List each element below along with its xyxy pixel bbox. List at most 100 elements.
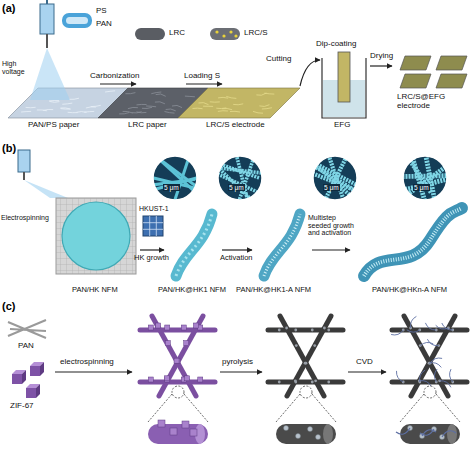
zoom-circle	[424, 386, 436, 398]
carbon-nanotube	[419, 381, 431, 387]
equipment-label: High voltage	[2, 60, 30, 75]
sem-fiber	[301, 169, 357, 191]
zif-particle	[158, 420, 165, 427]
co-nanoparticle	[308, 427, 313, 432]
fiber-texture	[259, 105, 269, 107]
co-nanoparticle	[294, 379, 297, 382]
fiber-cylinder	[400, 424, 460, 444]
process-arrow	[100, 83, 136, 84]
fiber-texture	[253, 111, 263, 113]
fiber-texture	[165, 112, 175, 114]
mesh-fiber	[159, 316, 203, 396]
product-label: PAN/HK@HK1-A NFM	[236, 286, 311, 294]
product-label: LRC paper	[128, 121, 167, 130]
fiber-texture	[230, 111, 240, 113]
coated-electrode-tile	[436, 74, 467, 88]
process-arrow	[220, 371, 262, 372]
co-nanoparticle	[313, 344, 316, 347]
fiber-mesh	[391, 316, 467, 444]
step-label: Dip-coating	[316, 40, 356, 49]
zif-particle	[148, 377, 153, 382]
material-label: HKUST-1	[139, 205, 169, 213]
zif-particle	[156, 323, 161, 328]
ps-core-icon	[66, 17, 88, 24]
fiber-texture	[91, 105, 101, 106]
carbon-nanotube	[396, 428, 410, 434]
mesh-fiber	[268, 380, 343, 385]
fiber-texture	[69, 98, 79, 99]
fiber	[364, 208, 462, 276]
step-label: Loading S	[184, 72, 220, 81]
sem-inset-rim	[153, 156, 197, 200]
mesh-fiber	[411, 316, 455, 396]
crystal-lattice	[143, 216, 163, 236]
ps-pan-fiber-icon	[62, 13, 92, 28]
zif-particle	[185, 376, 190, 381]
carbon-nanotube	[396, 371, 403, 382]
zoom-circle	[300, 386, 312, 398]
fiber-texture	[43, 109, 53, 111]
carbon-nanotube	[450, 369, 453, 382]
fiber-texture	[264, 214, 300, 276]
fiber-texture	[119, 113, 129, 115]
co-nanoparticle	[314, 379, 317, 382]
product-label: LRC/S@EFG electrode	[397, 93, 471, 111]
zif-particle	[184, 341, 189, 346]
co-nanoparticle	[278, 329, 281, 332]
zif-particle	[198, 377, 203, 382]
lrc-s-fiber-icon	[210, 28, 240, 40]
step-label: Multistep seeded growth and activation	[308, 214, 360, 237]
panel-letter: (c)	[2, 300, 15, 312]
sulfur-dot	[234, 34, 237, 37]
fiber-texture	[62, 103, 72, 104]
coated-electrode-tile	[436, 56, 467, 70]
fiber-texture	[364, 208, 462, 276]
fiber-texture	[166, 109, 176, 111]
fiber-texture	[61, 108, 71, 110]
sem-inset-rim	[403, 156, 447, 200]
fiber-texture	[128, 107, 138, 108]
collector-grid	[56, 198, 136, 274]
process-arrow	[186, 83, 222, 84]
mesh-fiber	[268, 328, 343, 333]
process-arrow	[222, 249, 252, 250]
scale-bar-label: 5 μm	[228, 184, 245, 191]
fiber-texture	[137, 104, 147, 105]
carbon-nanotube	[407, 330, 420, 332]
fiber-texture	[142, 107, 152, 108]
mesh-fiber	[280, 316, 324, 396]
fiber-texture	[155, 102, 165, 104]
cube-face	[12, 374, 22, 384]
mesh-fiber	[152, 316, 196, 396]
cube-side	[22, 370, 26, 384]
spray-jet	[24, 180, 68, 198]
scale-bar-label: 5 μm	[323, 184, 340, 191]
hkust-crystal	[143, 216, 163, 236]
cube-side	[36, 384, 40, 398]
co-nanoparticle	[311, 329, 314, 332]
spray-jet	[30, 48, 70, 100]
nanofiber-membrane	[62, 202, 130, 270]
material-label: LRC/S	[244, 29, 268, 38]
zif-particle	[165, 325, 170, 330]
material-label: PS	[96, 7, 107, 16]
material-label: PAN	[18, 342, 34, 351]
carbon-nanotube	[436, 325, 449, 329]
zif-particle	[164, 376, 169, 381]
fiber-texture	[203, 106, 213, 107]
material-label: LRC	[169, 29, 185, 38]
carbon-nanotube	[429, 363, 441, 368]
sem-inset-rim	[313, 156, 357, 200]
zoom-line	[148, 394, 208, 422]
sulfur-dot	[229, 30, 232, 33]
fiber-mesh	[140, 316, 215, 444]
step-label: Cutting	[266, 55, 291, 64]
mesh-fiber	[404, 316, 448, 396]
fiber-texture	[125, 93, 135, 94]
fiber-texture	[146, 106, 156, 108]
coated-electrode-tile	[400, 56, 431, 70]
fiber-texture	[176, 214, 212, 276]
carbon-nanotube	[425, 323, 436, 330]
pan-fibers	[8, 320, 46, 338]
